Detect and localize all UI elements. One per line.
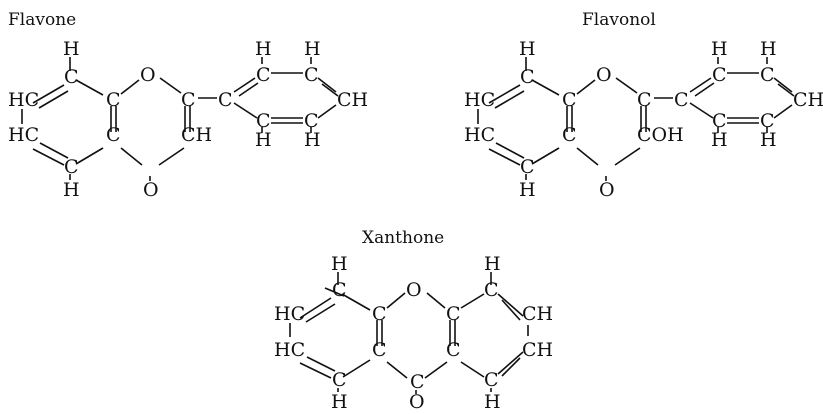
atom-label: O <box>409 391 425 409</box>
atom-label: H <box>711 129 728 151</box>
atom-label: C <box>637 89 652 111</box>
atom-label: H <box>519 38 536 60</box>
atom-label: C <box>256 64 271 86</box>
atom-label: C <box>106 89 121 111</box>
atom-label: H <box>484 391 501 409</box>
atom-label: C <box>64 156 79 178</box>
atom-label: C <box>372 303 387 325</box>
flavone-structure: Flavone <box>8 10 368 201</box>
atom-label: C <box>674 89 689 111</box>
atom-label: C <box>304 110 319 132</box>
atom-label: CH <box>181 124 212 146</box>
flavonol-atoms: H C HC C O C C H H C C CH HC C COH C C H… <box>464 38 823 201</box>
atom-label: H <box>760 129 777 151</box>
atom-label: O <box>596 64 612 86</box>
atom-label: H <box>331 253 348 275</box>
atom-label: C <box>484 369 499 391</box>
atom-label: H <box>484 253 501 275</box>
atom-label: HC <box>8 124 39 146</box>
atom-label: C <box>410 371 425 393</box>
atom-label: C <box>332 369 347 391</box>
atom-label: C <box>446 303 461 325</box>
atom-label: CH <box>337 89 368 111</box>
atom-label: C <box>484 279 499 301</box>
atom-label: CH <box>793 89 823 111</box>
atom-label: C <box>760 64 775 86</box>
atom-label: HC <box>274 339 305 361</box>
flavone-bonds <box>21 57 339 181</box>
atom-label: C <box>372 339 387 361</box>
atom-label: COH <box>637 124 684 146</box>
atom-label: H <box>760 38 777 60</box>
atom-label: O <box>143 179 159 201</box>
atom-label: C <box>562 124 577 146</box>
atom-label: CH <box>522 303 553 325</box>
atom-label: HC <box>8 89 39 111</box>
xanthone-atoms: H H C O C HC C C CH HC C C CH C C C H O … <box>274 253 553 413</box>
atom-label: H <box>255 129 272 151</box>
atom-label: C <box>181 89 196 111</box>
atom-label: O <box>406 279 422 301</box>
atom-label: H <box>519 179 536 201</box>
atom-label: C <box>712 110 727 132</box>
atom-label: C <box>562 89 577 111</box>
atom-label: C <box>446 339 461 361</box>
atom-label: H <box>304 38 321 60</box>
atom-label: C <box>520 66 535 88</box>
atom-label: H <box>63 38 80 60</box>
flavone-title: Flavone <box>8 10 76 30</box>
atom-label: HC <box>464 124 495 146</box>
atom-label: H <box>255 38 272 60</box>
flavonol-structure: Flavonol <box>464 10 823 201</box>
flavonol-title: Flavonol <box>582 10 656 30</box>
atom-label: C <box>106 124 121 146</box>
atom-label: H <box>711 38 728 60</box>
atom-label: O <box>140 64 156 86</box>
atom-label: H <box>304 129 321 151</box>
xanthone-bonds <box>289 272 529 394</box>
atom-label: C <box>760 110 775 132</box>
atom-label: C <box>332 279 347 301</box>
xanthone-title: Xanthone <box>362 228 444 248</box>
atom-label: C <box>712 64 727 86</box>
atom-label: C <box>218 89 233 111</box>
atom-label: H <box>331 391 348 409</box>
atom-label: H <box>63 179 80 201</box>
atom-label: HC <box>464 89 495 111</box>
atom-label: C <box>520 156 535 178</box>
flavone-atoms: H C HC C O C C H H C C CH HC C CH C C H … <box>8 38 368 201</box>
atom-label: C <box>256 110 271 132</box>
atom-label: C <box>64 66 79 88</box>
atom-label: O <box>599 179 615 201</box>
atom-label: HC <box>274 303 305 325</box>
flavonol-bonds <box>477 57 795 181</box>
xanthone-structure: Xanthone <box>274 228 553 413</box>
atom-label: C <box>304 64 319 86</box>
atom-label: CH <box>522 339 553 361</box>
